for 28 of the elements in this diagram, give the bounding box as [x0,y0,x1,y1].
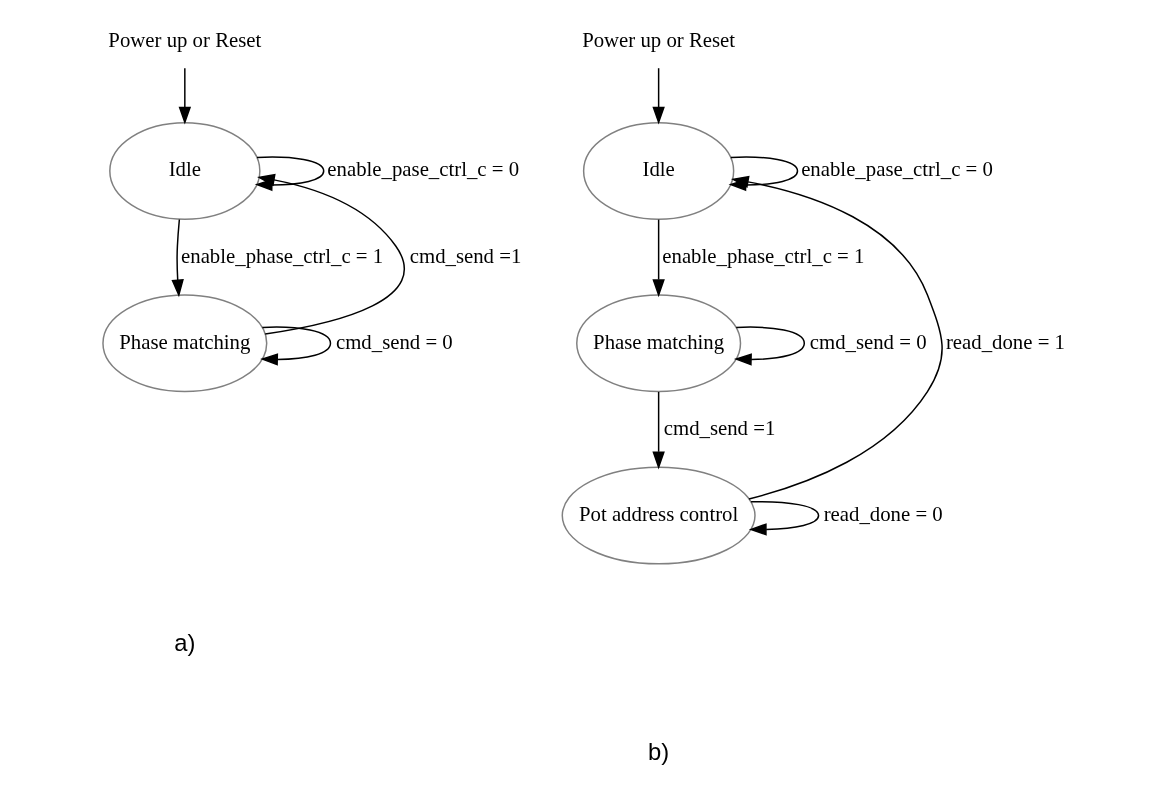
arrow [257,173,406,335]
arrow [171,218,184,298]
arrow [652,218,665,298]
label: a) [174,629,196,657]
arrow [733,326,806,366]
node-ellipse: Phase matching [102,294,268,393]
node-ellipse: Pot address control [561,466,756,565]
node-ellipse: Phase matching [576,294,742,393]
edge-label: read_done = 0 [823,502,943,526]
edge-label: cmd_send =1 [409,243,522,267]
edge-label: cmd_send = 0 [809,329,927,353]
node-ellipse: Idle [109,121,261,220]
node-text: Power up or Reset [582,27,736,51]
edge-label: enable_pase_ctrl_c = 0 [801,157,993,181]
edge-label: enable_phase_ctrl_c = 1 [181,243,384,267]
arrow [652,67,665,125]
node-ellipse: Idle [582,121,735,220]
edge-label: enable_phase_ctrl_c = 1 [662,243,865,267]
arrow [178,67,192,125]
arrow [748,500,820,536]
arrow [260,326,332,366]
edge-label: read_done = 1 [945,329,1065,353]
label: b) [648,737,670,765]
node-text: Power up or Reset [108,27,262,51]
edge-label: enable_pase_ctrl_c = 0 [327,157,520,181]
edge-label: cmd_send = 0 [335,329,453,353]
edge-label: cmd_send =1 [663,415,776,439]
arrow [652,391,665,470]
